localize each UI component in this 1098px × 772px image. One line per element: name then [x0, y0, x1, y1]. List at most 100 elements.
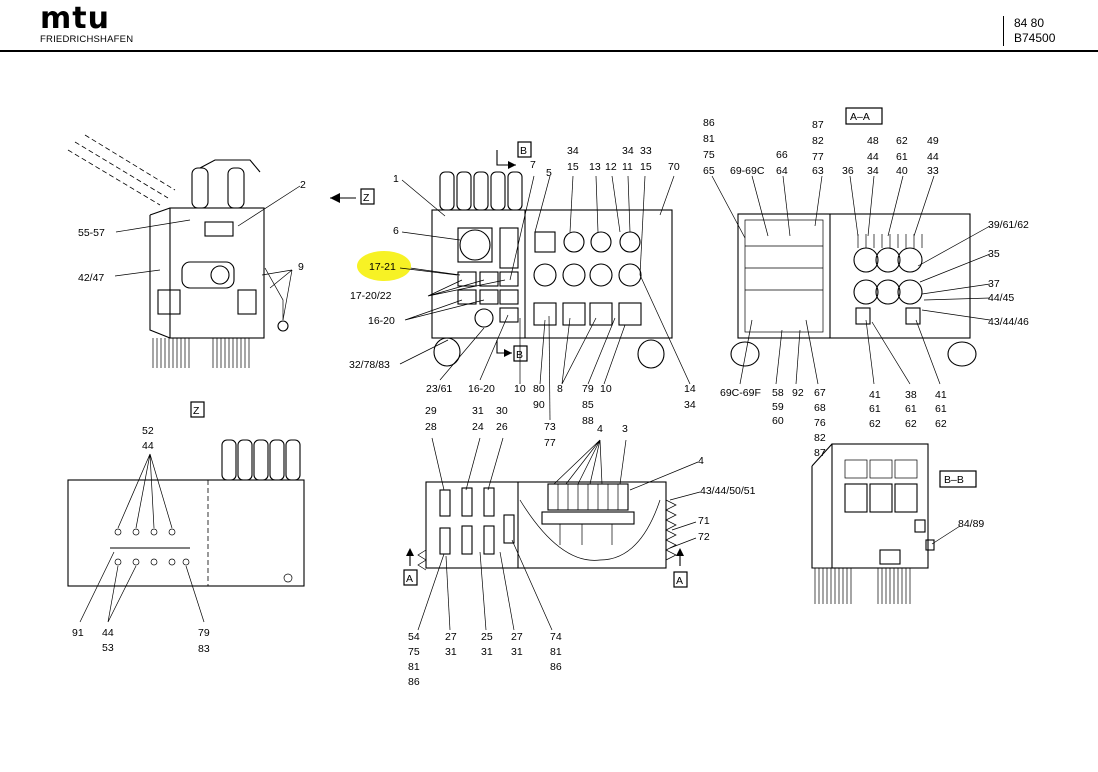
callout: 86: [550, 661, 562, 673]
section-aa-view: A–A: [703, 107, 1029, 459]
callout: 64: [776, 165, 788, 177]
callout: 6: [393, 225, 399, 237]
callout: 52: [142, 425, 154, 437]
callout: 33: [640, 145, 652, 157]
callout: 71: [698, 515, 710, 527]
callout: 62: [935, 418, 947, 430]
callout: 85: [582, 399, 594, 411]
callout: 80: [533, 383, 545, 395]
callout: 81: [703, 133, 715, 145]
callout: 39/61/62: [988, 219, 1029, 231]
callout: 3: [622, 423, 628, 435]
callout: 67: [814, 387, 826, 399]
callout: 29: [425, 405, 437, 417]
callout: 66: [776, 149, 788, 161]
callout: 81: [408, 661, 420, 673]
callout: 32/78/83: [349, 359, 390, 371]
section-marker: Z: [193, 405, 200, 417]
callout: 81: [550, 646, 562, 658]
callout: 82: [812, 135, 824, 147]
callout: 87: [814, 447, 826, 459]
section-marker: B: [520, 145, 527, 157]
coil-set: [814, 568, 911, 604]
callout: 62: [896, 135, 908, 147]
callout: 38: [905, 389, 917, 401]
front-view: B B 1 6 17-20/22 16-20 32/78/83 23/61: [349, 141, 696, 449]
callout: 90: [533, 399, 545, 411]
callout: 74: [550, 631, 562, 643]
callout: 58: [772, 387, 784, 399]
callout: 44: [867, 151, 879, 163]
callout: 31: [481, 646, 493, 658]
callout: 69-69C: [730, 165, 765, 177]
callout: 15: [640, 161, 652, 173]
callout: 5: [546, 167, 552, 179]
callout: 44: [142, 440, 154, 452]
callout: 37: [988, 278, 1000, 290]
callout: 44: [927, 151, 939, 163]
callout: 31: [472, 405, 484, 417]
logo-subtitle: FRIEDRICHSHAFEN: [40, 34, 134, 45]
callout: 70: [668, 161, 680, 173]
callout: 40: [896, 165, 908, 177]
callout: 69C-69F: [720, 387, 761, 399]
callout: 84/89: [958, 518, 984, 530]
callout: 13: [589, 161, 601, 173]
callout: 27: [445, 631, 457, 643]
callout: 48: [867, 135, 879, 147]
document-code-line2: B74500: [1014, 31, 1056, 45]
callout: 44: [102, 627, 114, 639]
callout: 83: [198, 643, 210, 655]
callout: 61: [869, 403, 881, 415]
fuse-row: [541, 483, 635, 545]
callout: 88: [582, 415, 594, 427]
relay-column: [439, 487, 515, 555]
terminal-strip: [110, 528, 190, 566]
callout: 27: [511, 631, 523, 643]
callout: 31: [511, 646, 523, 658]
callout: 43/44/50/51: [700, 485, 756, 497]
callout: 75: [703, 149, 715, 161]
section-title: B–B: [944, 474, 964, 486]
callout: 31: [445, 646, 457, 658]
callout: 16-20: [368, 315, 395, 327]
callout: 1: [393, 173, 399, 185]
callout: 42/47: [78, 272, 104, 284]
header-rule: [0, 50, 1098, 52]
view-z-arrow: Z: [330, 188, 375, 205]
callout: 62: [869, 418, 881, 430]
switch-grid-left: [457, 271, 519, 328]
callout: 68: [814, 402, 826, 414]
callout: 54: [408, 631, 420, 643]
section-title: A–A: [850, 111, 870, 123]
callout: 35: [988, 248, 1000, 260]
callout: 53: [102, 642, 114, 654]
callout: 61: [896, 151, 908, 163]
callout: 14: [684, 383, 696, 395]
callout: 28: [425, 421, 437, 433]
view-z: Z 52 44 91 44 53: [67, 401, 305, 655]
mtu-logo: mtu: [40, 1, 110, 36]
callout: 10: [600, 383, 612, 395]
callout: 61: [905, 403, 917, 415]
page-header: mtu FRIEDRICHSHAFEN 84 80 B74500: [0, 0, 1098, 52]
callout: 91: [72, 627, 84, 639]
callout: 2: [300, 179, 306, 191]
gauge-panel: [533, 231, 642, 326]
callout: 61: [935, 403, 947, 415]
callout: 86: [408, 676, 420, 688]
callout: 75: [408, 646, 420, 658]
lower-middle-view: A A 29 28 31 24 30 26 4 3 4 43/44/50/51 …: [403, 405, 756, 688]
callout: 65: [703, 165, 715, 177]
header-divider: [1003, 16, 1004, 46]
section-marker: A: [676, 575, 683, 587]
callout: 59: [772, 401, 784, 413]
callout: 24: [472, 421, 484, 433]
callout: 33: [927, 165, 939, 177]
document-code-line1: 84 80: [1014, 16, 1045, 30]
callout: 36: [842, 165, 854, 177]
callout: 30: [496, 405, 508, 417]
top-connectors: [221, 439, 301, 481]
callout: 41: [935, 389, 947, 401]
callout: 26: [496, 421, 508, 433]
